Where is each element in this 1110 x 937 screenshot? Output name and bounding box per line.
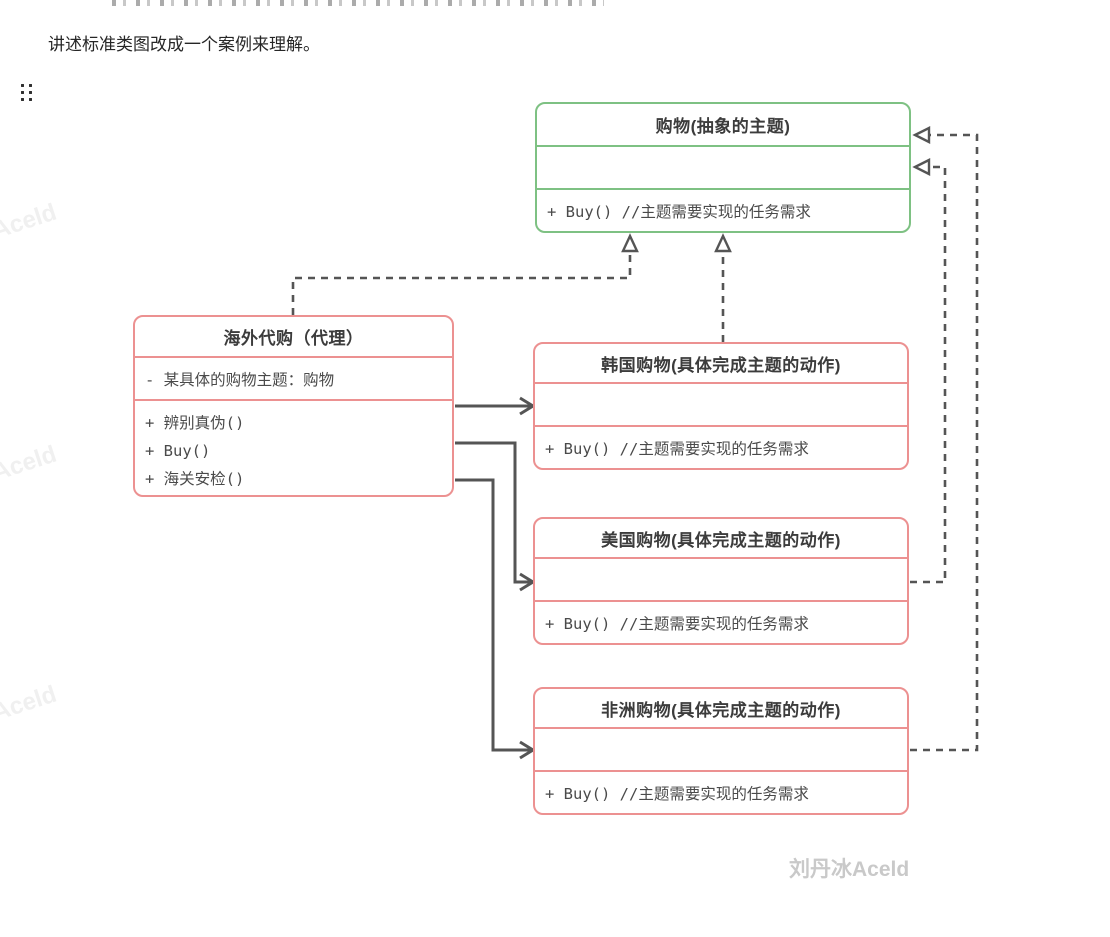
- class-methods: + 辨别真伪() + Buy() + 海关安检(): [135, 399, 452, 495]
- class-attributes-empty: [535, 727, 907, 770]
- class-method: + Buy() //主题需要实现的任务需求: [535, 770, 907, 813]
- class-title: 海外代购（代理）: [223, 329, 364, 348]
- uml-class-concrete-korea: 韩国购物(具体完成主题的动作) + Buy() //主题需要实现的任务需求: [533, 342, 909, 470]
- dashed-connector-proxy-to-abstract: [291, 251, 632, 315]
- solid-connector-proxy-to-usa: [455, 441, 531, 584]
- dashed-connector-africa-to-abstract: [910, 133, 979, 752]
- block-drag-handle-icon[interactable]: [21, 84, 32, 101]
- uml-class-concrete-usa: 美国购物(具体完成主题的动作) + Buy() //主题需要实现的任务需求: [533, 517, 909, 645]
- author-watermark: 刘丹冰Aceld: [789, 858, 910, 881]
- class-attribute: - 某具体的购物主题：购物: [135, 356, 452, 399]
- faint-watermark: Aceld: [0, 680, 60, 727]
- faint-watermark: Aceld: [0, 440, 60, 487]
- hollow-triangle-arrowhead: [621, 233, 639, 253]
- class-method: + Buy() //主题需要实现的任务需求: [535, 425, 907, 468]
- class-method: + Buy() //主题需要实现的任务需求: [535, 600, 907, 643]
- open-arrowhead: [519, 396, 536, 416]
- intro-paragraph: 讲述标准类图改成一个案例来理解。: [48, 35, 320, 54]
- class-method: + Buy() //主题需要实现的任务需求: [537, 188, 909, 231]
- open-arrowhead: [519, 572, 536, 592]
- hollow-triangle-arrowhead: [714, 233, 732, 253]
- class-attributes-empty: [537, 145, 909, 188]
- truncated-heading-remnant: [112, 0, 604, 6]
- uml-class-concrete-africa: 非洲购物(具体完成主题的动作) + Buy() //主题需要实现的任务需求: [533, 687, 909, 815]
- class-method: + Buy(): [145, 442, 211, 460]
- class-method: + 辨别真伪(): [145, 414, 245, 432]
- class-attributes-empty: [535, 382, 907, 425]
- class-title: 韩国购物(具体完成主题的动作): [601, 355, 841, 375]
- uml-class-proxy: 海外代购（代理） - 某具体的购物主题：购物 + 辨别真伪() + Buy() …: [133, 315, 454, 497]
- class-title: 美国购物(具体完成主题的动作): [601, 530, 841, 550]
- solid-connector-proxy-to-africa: [455, 478, 531, 752]
- hollow-triangle-arrowhead: [912, 158, 931, 176]
- class-method: + 海关安检(): [145, 470, 245, 488]
- class-title: 非洲购物(具体完成主题的动作): [601, 700, 841, 720]
- hollow-triangle-arrowhead: [912, 126, 931, 144]
- open-arrowhead: [519, 740, 536, 760]
- class-title: 购物(抽象的主题): [655, 117, 791, 136]
- uml-class-abstract-subject: 购物(抽象的主题) + Buy() //主题需要实现的任务需求: [535, 102, 911, 233]
- dashed-connector-usa-to-abstract: [910, 165, 947, 584]
- faint-watermark: Aceld: [0, 198, 60, 245]
- class-attributes-empty: [535, 557, 907, 600]
